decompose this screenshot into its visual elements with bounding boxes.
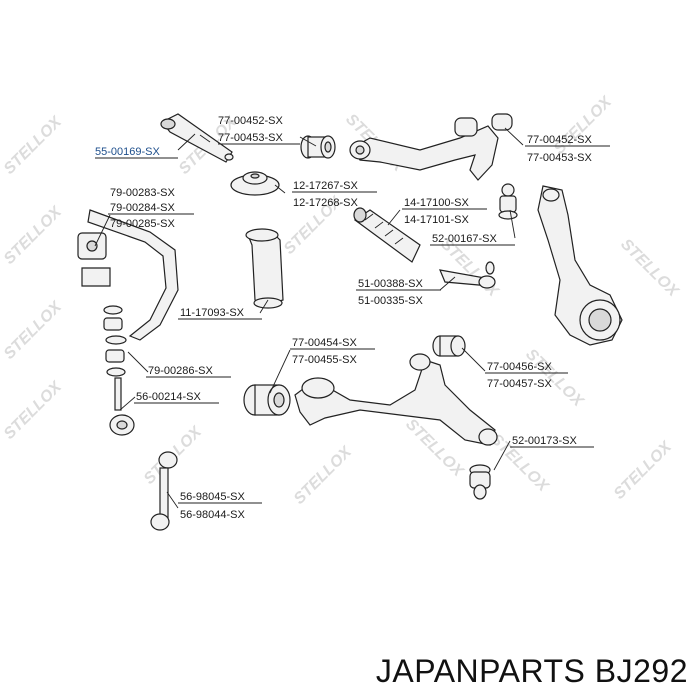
part-label-56-98045: 56-98045-SX <box>180 491 245 503</box>
watermark: STELLOX <box>291 443 356 508</box>
label-underlines <box>95 143 610 504</box>
strut-boot <box>245 228 284 309</box>
bushing-lower-large <box>243 384 291 416</box>
part-label-79-00284: 79-00284-SX <box>110 202 175 214</box>
watermark: STELLOX <box>1 203 66 268</box>
watermark: STELLOX <box>617 236 682 301</box>
part-label-79-00283: 79-00283-SX <box>110 187 175 199</box>
bushing-upper-small <box>300 135 336 159</box>
part-label-14-17100: 14-17100-SX <box>404 197 469 209</box>
watermark: STELLOX <box>611 438 676 503</box>
tie-rod-part <box>160 113 234 163</box>
part-label-77-00454: 77-00454-SX <box>292 337 357 349</box>
part-label-52-00173: 52-00173-SX <box>512 435 577 447</box>
part-label-14-17101: 14-17101-SX <box>404 214 469 226</box>
steering-knuckle <box>537 185 623 346</box>
part-label-51-00335: 51-00335-SX <box>358 295 423 307</box>
watermark: STELLOX <box>1 113 66 178</box>
part-label-77-00453-a: 77-00453-SX <box>218 132 283 144</box>
bushing-lower-small <box>432 335 466 357</box>
ball-joint-lower <box>469 464 491 500</box>
part-label-56-00214: 56-00214-SX <box>136 391 201 403</box>
part-label-56-98044: 56-98044-SX <box>180 509 245 521</box>
leader-lines <box>94 127 524 509</box>
part-labels: 55-00169-SX 77-00452-SX 77-00453-SX 77-0… <box>95 115 592 521</box>
steering-boot <box>353 207 421 263</box>
part-label-52-00167: 52-00167-SX <box>432 233 497 245</box>
watermark: STELLOX <box>551 93 616 158</box>
stabilizer-bar <box>77 209 179 341</box>
stabilizer-link-bolt <box>109 377 135 436</box>
part-label-79-00285: 79-00285-SX <box>110 218 175 230</box>
part-label-77-00457: 77-00457-SX <box>487 378 552 390</box>
part-label-77-00455: 77-00455-SX <box>292 354 357 366</box>
upper-control-arm <box>349 113 513 181</box>
tie-rod-end <box>439 261 496 289</box>
part-label-51-00388: 51-00388-SX <box>358 278 423 290</box>
strut-mount <box>230 171 280 196</box>
part-label-55-00169: 55-00169-SX <box>95 146 160 158</box>
watermark: STELLOX <box>1 378 66 443</box>
stabilizer-bushing-stack <box>103 305 127 377</box>
part-label-77-00453-b: 77-00453-SX <box>527 152 592 164</box>
part-label-12-17267: 12-17267-SX <box>293 180 358 192</box>
ball-joint-upper <box>498 183 518 220</box>
part-label-77-00456: 77-00456-SX <box>487 361 552 373</box>
part-label-12-17268: 12-17268-SX <box>293 197 358 209</box>
part-label-77-00452-a: 77-00452-SX <box>218 115 283 127</box>
watermark: STELLOX <box>1 298 66 363</box>
part-label-79-00286: 79-00286-SX <box>148 365 213 377</box>
part-label-11-17093: 11-17093-SX <box>180 307 245 319</box>
lower-control-arm <box>294 353 498 446</box>
page-title: JAPANPARTS BJ292 <box>375 653 688 689</box>
part-label-77-00452-b: 77-00452-SX <box>527 134 592 146</box>
